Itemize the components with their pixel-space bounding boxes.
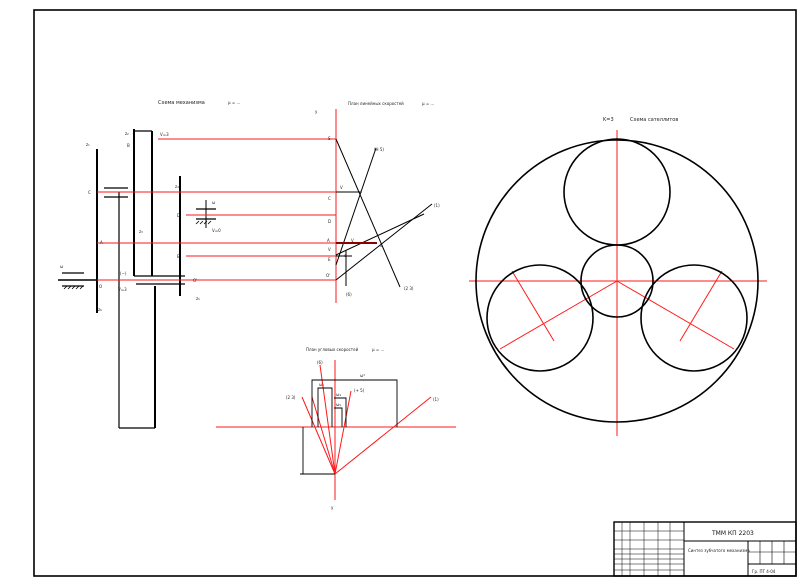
velocity-label: V=0 [212,228,221,233]
velocity-point-label: A [327,238,330,243]
point-label: B [127,143,130,148]
velocity-line-label: (H 5) [374,147,384,152]
input-hatch [63,285,84,290]
velocity-line-label: (6) [346,292,352,297]
angular-omega-label: ω₁ [319,382,324,387]
satellite-circle [486,264,594,372]
satellite-circle [640,264,748,372]
title-block: ТММ КП 2203 Синтез зубчатого механизма Г… [613,521,797,577]
velocity-end-mark: c [360,189,362,194]
z-label: z₅ [196,296,200,301]
velocity-end-mark: c [344,253,346,258]
angular-omega-label: ω₄ [336,392,341,397]
velocity-plan-axis-label: y [315,109,318,114]
input-hatch [195,220,212,225]
title-block-code: ТММ КП 2203 [711,530,754,537]
velocity-label: V=3 [160,132,169,137]
velocity-vector [335,138,401,288]
angular-ray-label: (6) [317,360,323,365]
angular-ray [311,396,336,475]
velocity-plan-title: План линейных скоростей [348,101,404,106]
velocity-point-label: V [340,185,343,190]
title-block-group: Гр. ПТ 4-04 [752,569,776,574]
point-label: A [100,240,103,245]
dimension-line [317,387,333,427]
satellite-scheme-title: Схема сателлитов [630,117,678,123]
angular-ray [319,364,336,475]
drawing-frame [33,9,797,577]
velocity-plan: План линейных скоростей μ = ... y S C D … [315,101,440,303]
angular-plan-scale: μ = ... [372,347,384,352]
velocity-point-label: V [328,247,331,252]
velocity-point-label: S [328,136,331,141]
velocity-end-mark: a [380,243,383,248]
kinematic-scheme-scale: μ = ... [228,100,240,105]
kinematic-scheme: Схема механизма μ = ... [58,100,360,429]
omega-label: ω [212,200,216,205]
center-line-diagonal [499,280,618,350]
point-label: E [177,254,180,259]
velocity-point-label: E [328,257,331,262]
velocity-point-label: V [351,238,354,243]
angular-omega-label: ω⁴ [360,373,365,378]
satellite-cross [511,270,555,342]
velocity-point-label: O' [326,273,330,278]
z-label: z₆ [98,307,102,312]
velocity-line-label: (1) [434,203,440,208]
satellite-cross [679,270,723,342]
point-label: C [88,190,91,195]
z-label: z₂ [125,131,129,136]
ring-gear-circle [475,139,759,423]
velocity-plan-scale: μ = ... [422,101,434,106]
velocity-vector [335,147,377,266]
z-label: z₃ [139,229,143,234]
z-label: z₄ [175,184,179,189]
velocity-vector [335,213,425,256]
point-label: O' [193,278,197,283]
point-label: O [99,284,102,289]
dimension-line [334,407,343,427]
kinematic-scheme-title: Схема механизма [158,100,205,106]
omega-label: ω [60,264,64,269]
velocity-label: (−) [120,271,127,276]
velocity-label: V=3 [118,287,127,292]
title-block-title: Синтез зубчатого механизма [688,548,750,553]
dimension-line [311,379,398,427]
dimension-line [334,397,347,427]
satellite-circle [563,138,671,246]
point-label: D [177,213,180,218]
angular-ray-label: (2 3) [286,395,296,400]
angular-plan-axis-label: y [331,505,334,510]
angular-velocity-plan: План угловых скоростей μ = ... y (6) (2 … [216,347,456,510]
satellite-scheme: K=3 Схема сателлитов [469,117,767,436]
angular-ray-label: (+ 5) [354,388,365,393]
angular-omega-label: ω₅ [336,402,341,407]
velocity-line-label: (2 3) [404,286,414,291]
z-label: z₁ [86,142,90,147]
angular-ray [334,396,432,475]
title-block-grid [614,522,684,576]
satellite-count: K=3 [603,117,614,123]
angular-plan-title: План угловых скоростей [306,347,359,352]
angular-ray-label: (1) [433,397,439,402]
velocity-point-label: C [328,196,331,201]
velocity-point-label: D [328,219,331,224]
angular-ray [301,396,336,475]
velocity-vector [335,203,433,281]
angular-ray [334,390,352,475]
center-line-diagonal [616,280,735,350]
